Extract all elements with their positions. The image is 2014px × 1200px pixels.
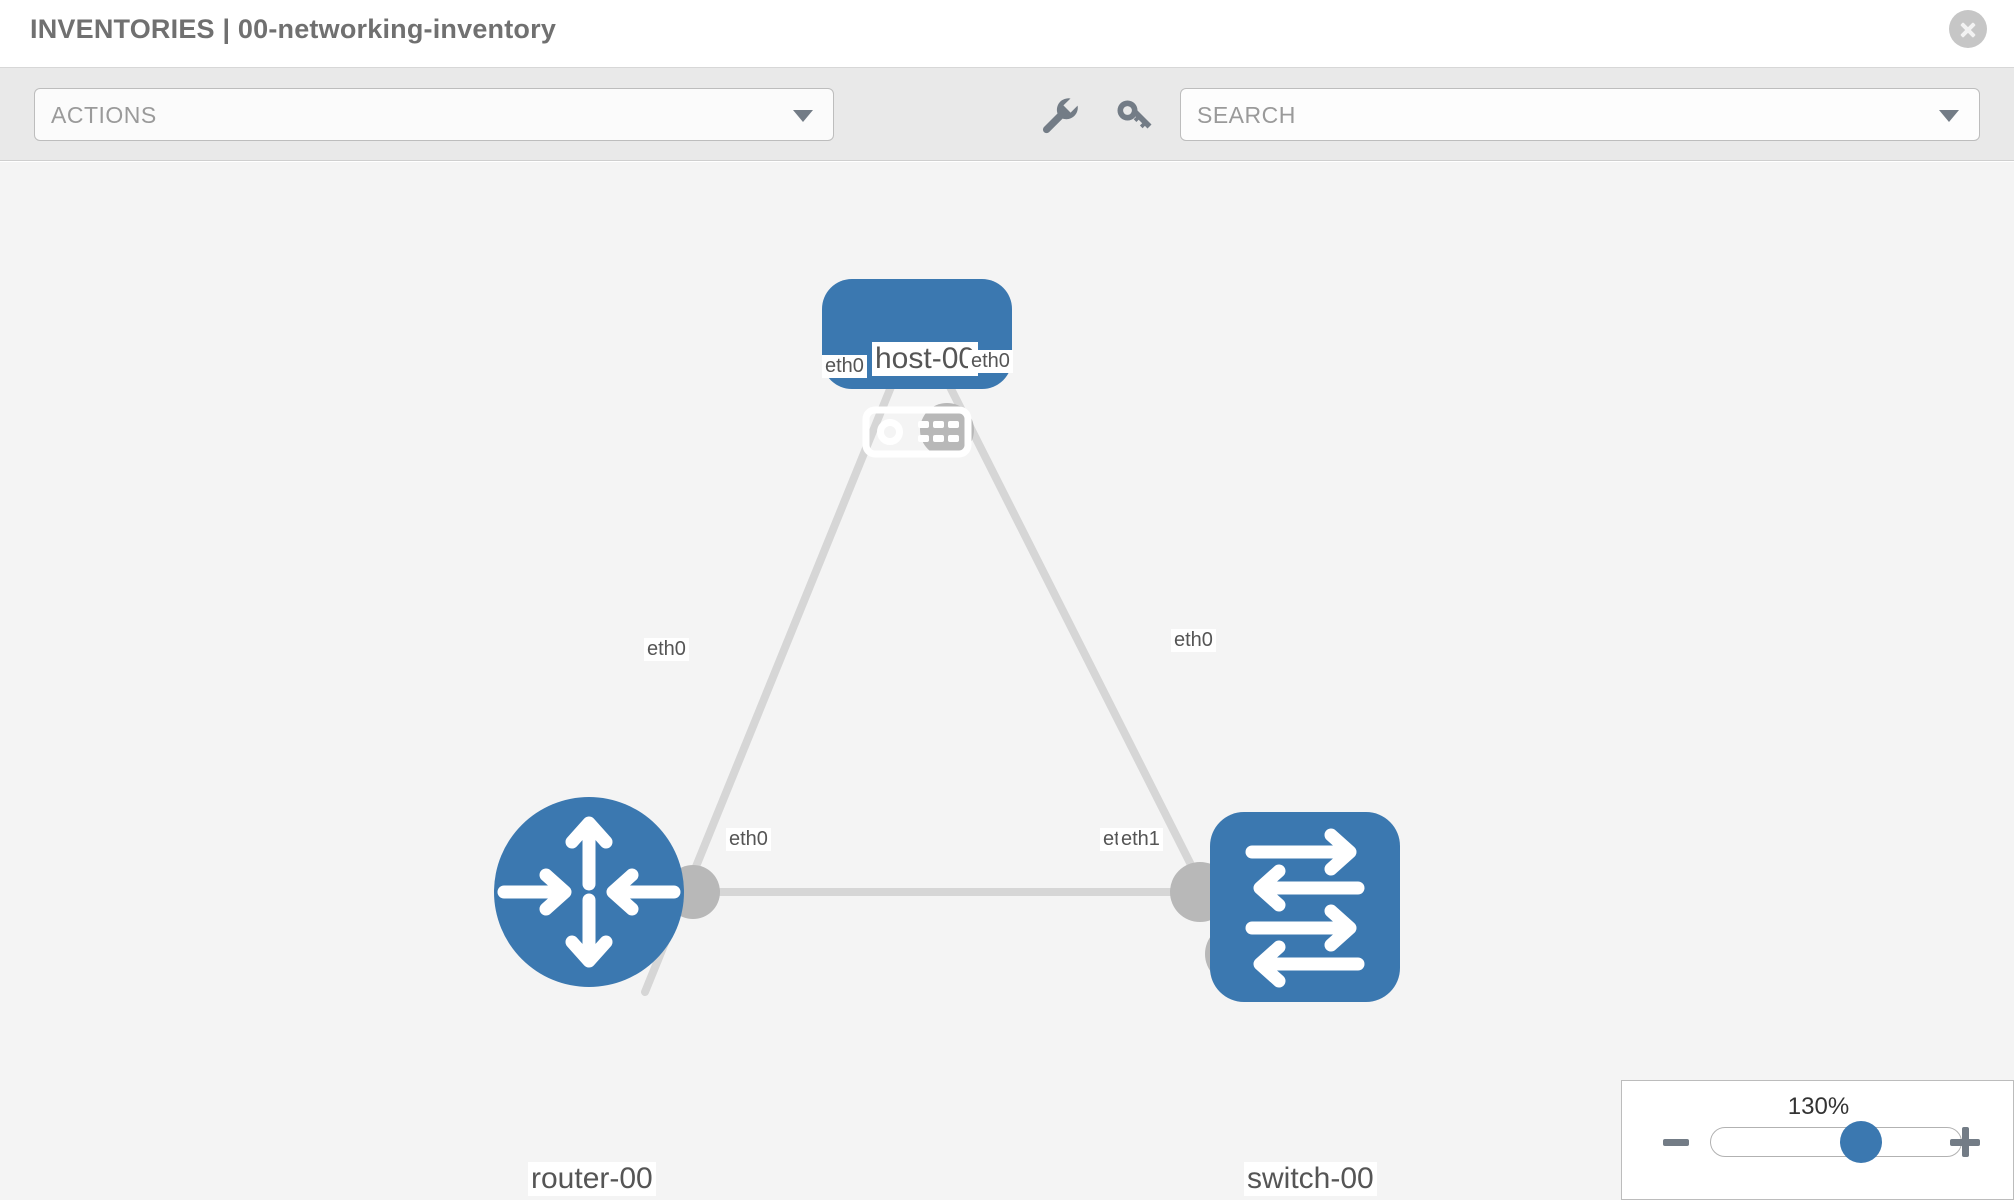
- plus-icon[interactable]: [1950, 1127, 1980, 1157]
- actions-dropdown[interactable]: ACTIONS: [34, 88, 834, 141]
- port-label-router-eth0-right[interactable]: eth0: [726, 828, 771, 851]
- page-header: INVENTORIES | 00-networking-inventory: [0, 0, 2014, 68]
- topology-canvas[interactable]: host-00 router-00 switch-00 eth0 eth0 et…: [0, 162, 2014, 1200]
- zoom-slider-thumb[interactable]: [1840, 1121, 1883, 1163]
- chevron-down-icon[interactable]: [1939, 110, 1959, 122]
- search-input-value: SEARCH: [1197, 102, 1296, 128]
- node-label-switch-00[interactable]: switch-00: [1244, 1162, 1377, 1196]
- node-switch-00[interactable]: [1210, 812, 1400, 1002]
- minus-icon[interactable]: [1663, 1139, 1689, 1146]
- actions-dropdown-label: ACTIONS: [51, 102, 157, 128]
- wrench-icon[interactable]: [1038, 94, 1082, 136]
- port-label-switch-eth1[interactable]: eth1: [1118, 828, 1163, 851]
- port-label-router-eth0-up[interactable]: eth0: [644, 638, 689, 661]
- switch-arrows-icon: [1245, 828, 1365, 988]
- topology-graph: [494, 279, 1400, 1002]
- zoom-control-panel: 130%: [1621, 1080, 2014, 1200]
- close-icon[interactable]: [1949, 10, 1987, 48]
- zoom-level-value: 130%: [1787, 1093, 1850, 1120]
- node-router-00[interactable]: [494, 797, 684, 987]
- router-arrows-icon: [497, 816, 681, 968]
- port-label-switch-eth0-up[interactable]: eth0: [1171, 629, 1216, 652]
- port-label-host-eth0-right[interactable]: eth0: [968, 350, 1013, 373]
- page-title: INVENTORIES | 00-networking-inventory: [30, 14, 557, 44]
- chevron-down-icon: [793, 110, 813, 122]
- zoom-slider-track[interactable]: [1710, 1127, 1962, 1157]
- server-icon: [862, 406, 972, 458]
- node-label-router-00[interactable]: router-00: [528, 1162, 656, 1196]
- node-label-host-00[interactable]: host-00: [872, 342, 979, 376]
- search-input[interactable]: SEARCH: [1180, 88, 1980, 141]
- toolbar: ACTIONS SEARCH: [0, 68, 2014, 161]
- port-label-host-eth0-left[interactable]: eth0: [822, 355, 867, 378]
- key-icon[interactable]: [1112, 94, 1156, 136]
- port-host-eth0-right[interactable]: [920, 403, 974, 457]
